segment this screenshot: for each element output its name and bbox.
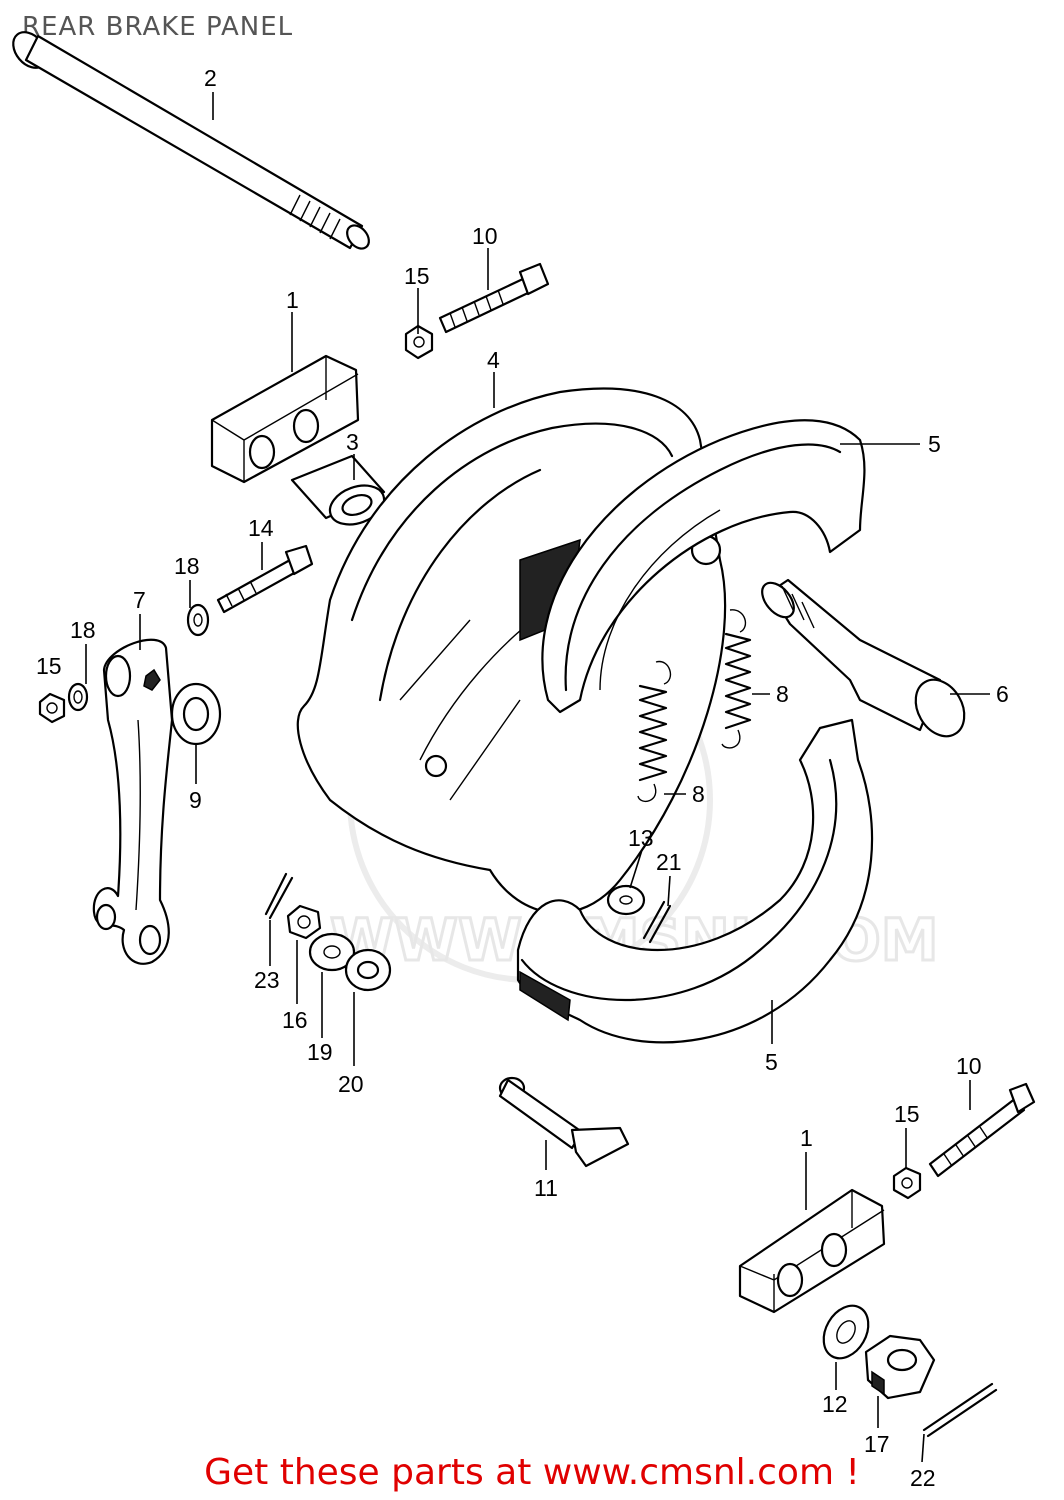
callout-13: 13 [628,825,654,851]
part-shoe-upper [541,419,866,714]
part-cotter-22 [922,1382,998,1438]
part-washer-20 [344,948,392,992]
part-adjuster-lower [738,1188,886,1314]
callout-15: 15 [404,263,430,289]
callout-2: 2 [204,65,217,91]
part-nut-15c [892,1166,922,1200]
part-brake-arm [92,638,174,965]
callout-21: 21 [656,849,682,875]
footer-link-text[interactable]: Get these parts at www.cmsnl.com ! [204,1452,860,1493]
callout-5: 5 [765,1049,778,1075]
part-washer-18a [186,603,210,637]
part-spring-a [721,609,752,749]
part-anchor-pin [498,1076,630,1168]
callout-1: 1 [800,1125,813,1151]
part-adjuster-upper [210,354,360,484]
part-cotter-23 [264,872,294,920]
callout-18: 18 [70,617,96,643]
callout-7: 7 [133,587,146,613]
part-washer-19 [308,932,356,972]
callout-9: 9 [189,787,202,813]
callout-15: 15 [894,1101,920,1127]
callout-4: 4 [487,347,500,373]
callout-17: 17 [864,1431,890,1457]
part-washer-13 [606,884,646,916]
callout-16: 16 [282,1007,308,1033]
callout-18: 18 [174,553,200,579]
part-washer-12 [822,1304,870,1360]
callout-5: 5 [928,431,941,457]
callout-1: 1 [286,287,299,313]
part-castle-nut-17 [864,1334,936,1400]
part-axle [12,31,370,250]
part-spring-b [637,660,672,803]
part-washer-18b [67,682,89,712]
callout-14: 14 [248,515,274,541]
part-nut-15b [38,692,66,724]
callout-10: 10 [472,223,498,249]
part-collar [290,454,386,526]
callout-19: 19 [307,1039,333,1065]
callout-20: 20 [338,1071,364,1097]
callout-labels: 2 10 15 1 4 5 3 14 18 7 18 15 9 8 6 8 13… [36,65,1009,1491]
part-felt-seal [170,682,222,746]
part-shoe-lower [516,718,874,1044]
part-nut-16 [286,904,322,940]
callout-8: 8 [776,681,789,707]
callout-3: 3 [346,429,359,455]
callout-11: 11 [534,1175,558,1201]
part-nut-upper [404,324,434,360]
callout-6: 6 [996,681,1009,707]
callout-10: 10 [956,1053,982,1079]
callout-12: 12 [822,1391,848,1417]
part-cotter-21 [642,900,672,944]
part-bolt-lower [928,1082,1036,1178]
part-brake-cam [761,578,966,738]
callout-22: 22 [910,1465,936,1491]
leader-lines [85,92,990,1463]
callout-23: 23 [254,967,280,993]
part-bolt-14 [216,544,314,614]
diagram-title: REAR BRAKE PANEL [22,12,294,42]
callout-8: 8 [692,781,705,807]
callout-15: 15 [36,653,62,679]
part-bolt-upper [438,262,550,334]
